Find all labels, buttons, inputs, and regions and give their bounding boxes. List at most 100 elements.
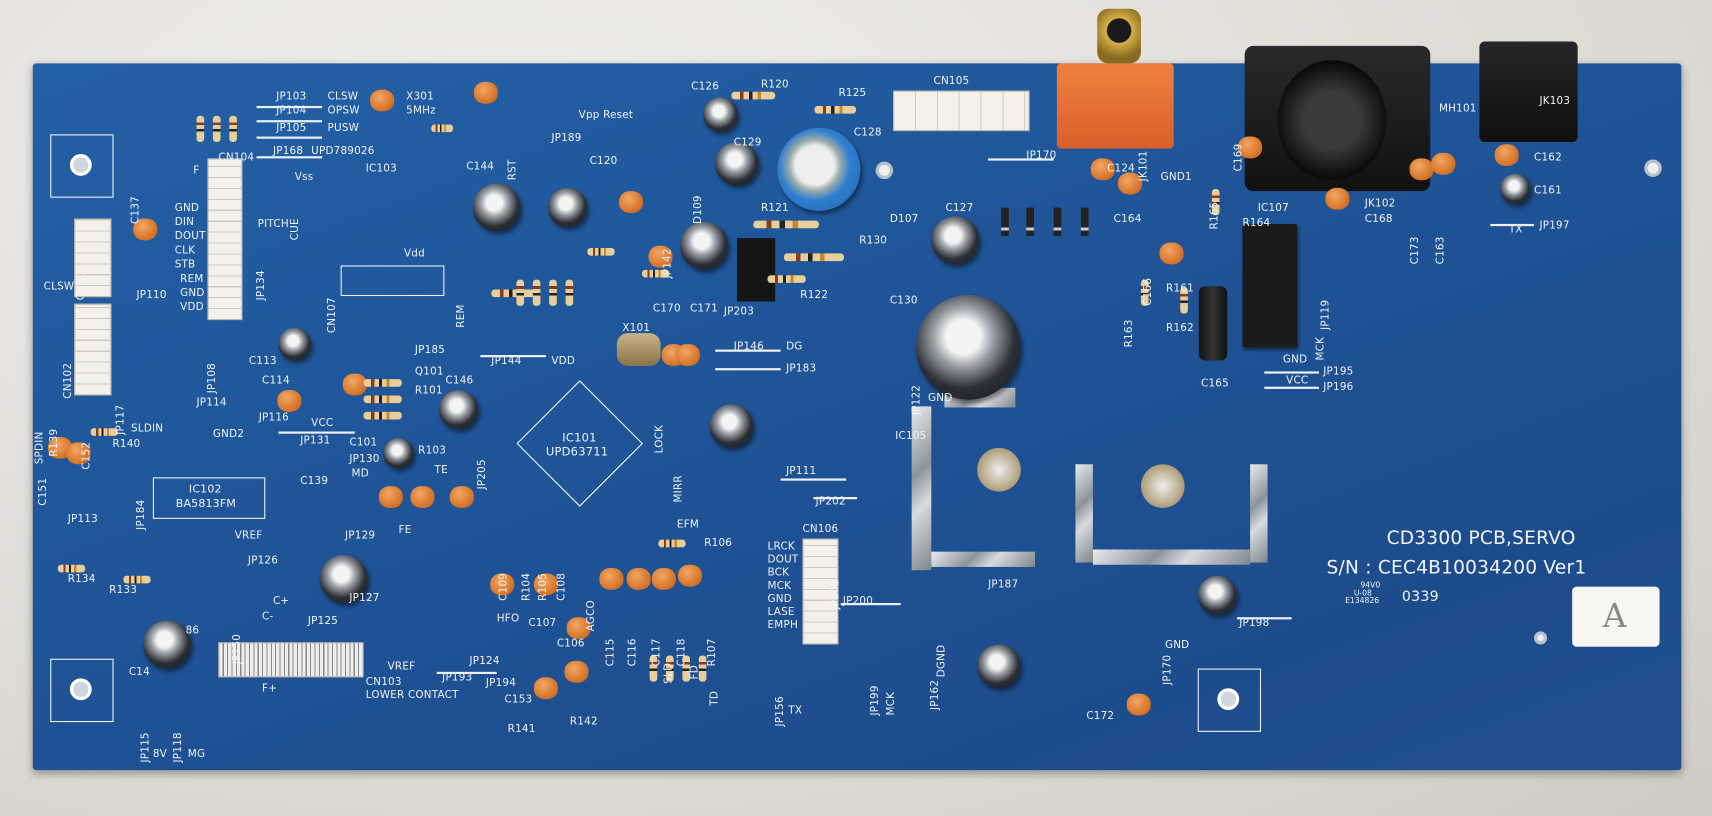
- silkscreen-label: JP126: [247, 554, 279, 567]
- electrolytic-capacitor: [680, 221, 729, 270]
- jumper-wire: [1264, 371, 1319, 374]
- mounting-hole: [50, 658, 114, 723]
- sticker-letter: A: [1602, 597, 1627, 636]
- silkscreen-label: C173: [1409, 236, 1422, 265]
- jumper-wire: [1237, 617, 1292, 619]
- silkscreen-label: GND: [174, 202, 200, 215]
- ic102-outline: IC102 BA5813FM: [152, 477, 266, 519]
- silkscreen-label: UPD789026: [311, 145, 375, 158]
- resistor-vertical: [229, 115, 237, 143]
- silkscreen-label: JP199: [869, 685, 882, 716]
- ul-code: U-08: [1353, 588, 1372, 598]
- silkscreen-label: TD: [708, 690, 721, 706]
- jumper-wire: [1490, 223, 1534, 226]
- silkscreen-label: JP115: [139, 732, 152, 763]
- silkscreen-label: GND: [928, 392, 953, 405]
- silkscreen-label: C108: [555, 572, 568, 601]
- electrolytic-capacitor: [1198, 286, 1228, 361]
- silkscreen-label: C124: [1107, 162, 1136, 175]
- silkscreen-label: 86: [185, 624, 200, 637]
- electrolytic-capacitor: [1197, 575, 1238, 616]
- silkscreen-label: JP168: [272, 145, 304, 158]
- resistor-vertical: [212, 115, 221, 143]
- silkscreen-label: VDD: [551, 355, 576, 368]
- ceramic-capacitor: [651, 568, 676, 590]
- silkscreen-label: C114: [262, 374, 290, 387]
- silkscreen-label: JP103: [276, 90, 307, 103]
- silkscreen-label: R125: [838, 87, 867, 100]
- silkscreen-label: IC105: [895, 430, 927, 443]
- ceramic-capacitor: [133, 218, 158, 241]
- silkscreen-label: C118: [675, 638, 688, 667]
- connector-cn103: [218, 642, 364, 678]
- silkscreen-label: R122: [800, 289, 829, 302]
- resistor: [766, 275, 806, 283]
- silkscreen-label: CN107: [326, 297, 339, 334]
- ceramic-capacitor: [619, 191, 644, 214]
- silkscreen-label: JP142: [661, 248, 674, 279]
- cn103-label: CN103: [365, 676, 402, 689]
- ceramic-capacitor: [1325, 187, 1350, 210]
- ceramic-capacitor: [1126, 693, 1151, 716]
- silkscreen-label: JP108: [206, 363, 219, 394]
- ceramic-capacitor: [378, 486, 403, 508]
- ceramic-capacitor: [1494, 144, 1519, 167]
- jumper-wire: [256, 136, 323, 139]
- electrolytic-capacitor: [548, 187, 588, 228]
- silkscreen-label: DOUT: [174, 230, 206, 243]
- resistor-vertical: [698, 655, 707, 682]
- silkscreen-label: DGND: [935, 644, 948, 678]
- screw-head: [977, 447, 1021, 492]
- silkscreen-label: OPSW: [327, 104, 360, 117]
- date-code: 0339: [1401, 588, 1439, 606]
- silkscreen-label: C126: [691, 80, 720, 93]
- silkscreen-label: JP114: [196, 396, 227, 409]
- electrolytic-capacitor: [916, 294, 1021, 400]
- silkscreen-label: IC103: [365, 162, 397, 175]
- resistor-vertical: [1180, 287, 1188, 314]
- ceramic-capacitor: [1118, 172, 1143, 195]
- silkscreen-label: 8V: [152, 748, 167, 761]
- silkscreen-label: C137: [129, 196, 142, 224]
- connector-cn105: [893, 90, 1030, 132]
- ul-file: E134826: [1345, 596, 1380, 606]
- resistor: [753, 220, 819, 229]
- jumper-wire: [715, 349, 781, 352]
- silkscreen-label: DOUT: [767, 553, 799, 566]
- silkscreen-label: C113: [248, 355, 277, 368]
- resistor-vertical: [649, 655, 658, 682]
- rca-socket: [1097, 8, 1141, 64]
- heatsink-bracket: [931, 551, 1036, 567]
- resistor-vertical: [549, 279, 557, 306]
- silkscreen-label: SLDIN: [131, 422, 164, 435]
- silkscreen-label: R103: [418, 444, 447, 457]
- jumper-wire: [256, 105, 323, 108]
- mounting-hole: [1197, 668, 1262, 732]
- ceramic-capacitor: [342, 373, 367, 396]
- silkscreen-label: JP156: [774, 696, 787, 727]
- silkscreen-label: RST: [506, 159, 519, 181]
- silkscreen-label: R134: [67, 573, 96, 586]
- silkscreen-label: JK101: [1137, 150, 1150, 182]
- silkscreen-label: C170: [652, 302, 681, 315]
- mounting-hole: [50, 134, 114, 198]
- resistor: [657, 539, 686, 548]
- resistor: [491, 289, 535, 298]
- silkscreen-label: R121: [760, 202, 789, 215]
- resistor-vertical: [1211, 188, 1220, 216]
- jumper-wire: [256, 156, 323, 158]
- resistor-vertical: [1140, 279, 1149, 306]
- silkscreen-label: C146: [445, 374, 474, 387]
- silkscreen-label: C168: [1364, 213, 1393, 226]
- silkscreen-label: R162: [1166, 322, 1194, 335]
- via-hole: [875, 161, 894, 180]
- electrolytic-capacitor: [1500, 173, 1531, 205]
- silkscreen-label: JP185: [414, 344, 446, 357]
- silkscreen-label: JP170: [1161, 654, 1174, 685]
- silkscreen-label: MCK: [767, 580, 792, 593]
- resistor: [586, 247, 615, 256]
- silkscreen-label: C127: [945, 202, 974, 215]
- silkscreen-label: JP194: [485, 677, 517, 690]
- board-title: CD3300 PCB,SERVO: [1386, 527, 1576, 550]
